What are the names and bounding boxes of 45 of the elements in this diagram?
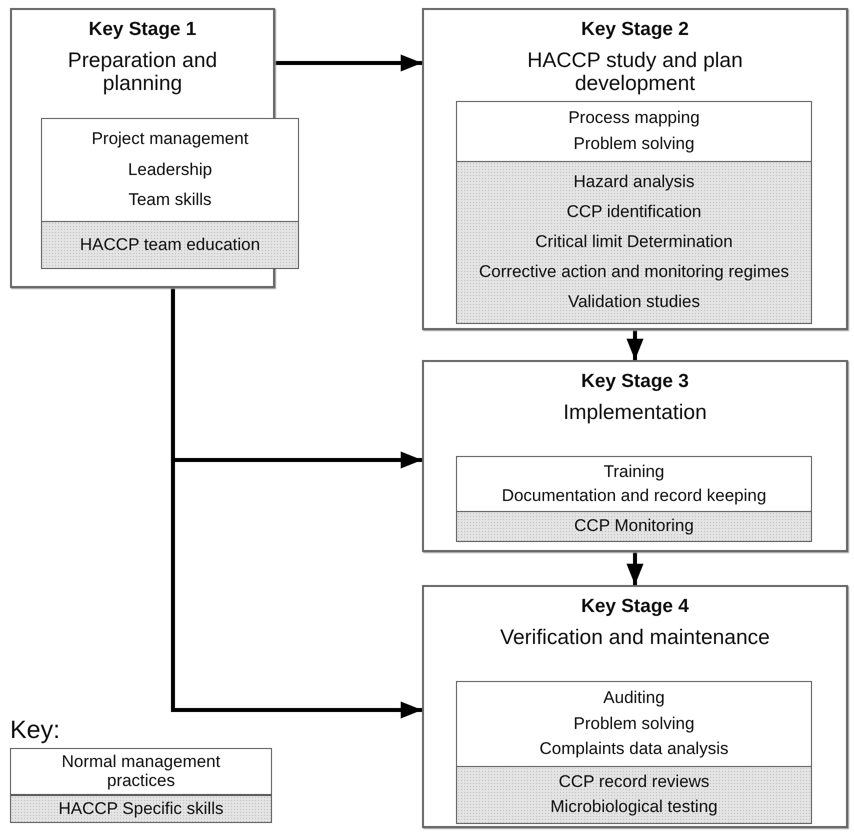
skill-text: CCP Monitoring [574,517,694,536]
stage-box [422,8,848,330]
stage-title: Key Stage 1 [88,20,198,41]
skill-text: Leadership [128,160,212,180]
stage-subtitle: Verification and maintenance [499,626,771,649]
skill-text: CCP record reviews [558,773,710,792]
arrow [626,552,644,585]
skill-text: HACCP team education [80,236,260,254]
stage-title: Key Stage 3 [580,372,690,393]
arrow [170,288,422,718]
shaded-skills-box [456,766,812,824]
skill-text: Training [604,462,664,482]
key-heading: Key: [10,716,60,745]
skill-text: Project management [92,130,248,150]
arrow [626,330,644,360]
stage-box [422,585,848,828]
skill-text: Microbiological testing [550,798,718,817]
legend-text: HACCP Specific skills [57,800,224,818]
stage-box [422,360,848,552]
skills-box [456,456,812,512]
shaded-skills-box [456,161,812,324]
stage-subtitle: Implementation [562,400,708,424]
legend-text: Normal management practices [60,752,222,790]
skill-text: Team skills [128,190,212,210]
stage-title: Key Stage 2 [580,20,690,41]
skill-text: Validation studies [568,293,700,312]
skill-text: Critical limit Determination [535,233,733,252]
skill-text: CCP identification [566,203,702,222]
shaded-skills-box [456,511,812,542]
skill-text: Auditing [603,688,665,708]
skills-box [456,681,812,767]
skill-text: Documentation and record keeping [502,486,766,506]
stage-subtitle: HACCP study and plan development [526,48,744,96]
skill-text: Problem solving [574,135,694,154]
stage-title: Key Stage 4 [580,597,690,618]
skills-box [41,118,299,222]
skill-text: Process mapping [568,109,700,128]
shaded-skills-box [41,221,299,269]
skill-text: Complaints data analysis [540,740,728,760]
stage-subtitle: Preparation and planning [66,48,218,96]
skill-text: Problem solving [574,714,694,734]
arrow [275,54,422,72]
skill-text: Corrective action and monitoring regimes [479,263,789,282]
skill-text: Hazard analysis [574,173,694,192]
skills-box [456,101,812,162]
